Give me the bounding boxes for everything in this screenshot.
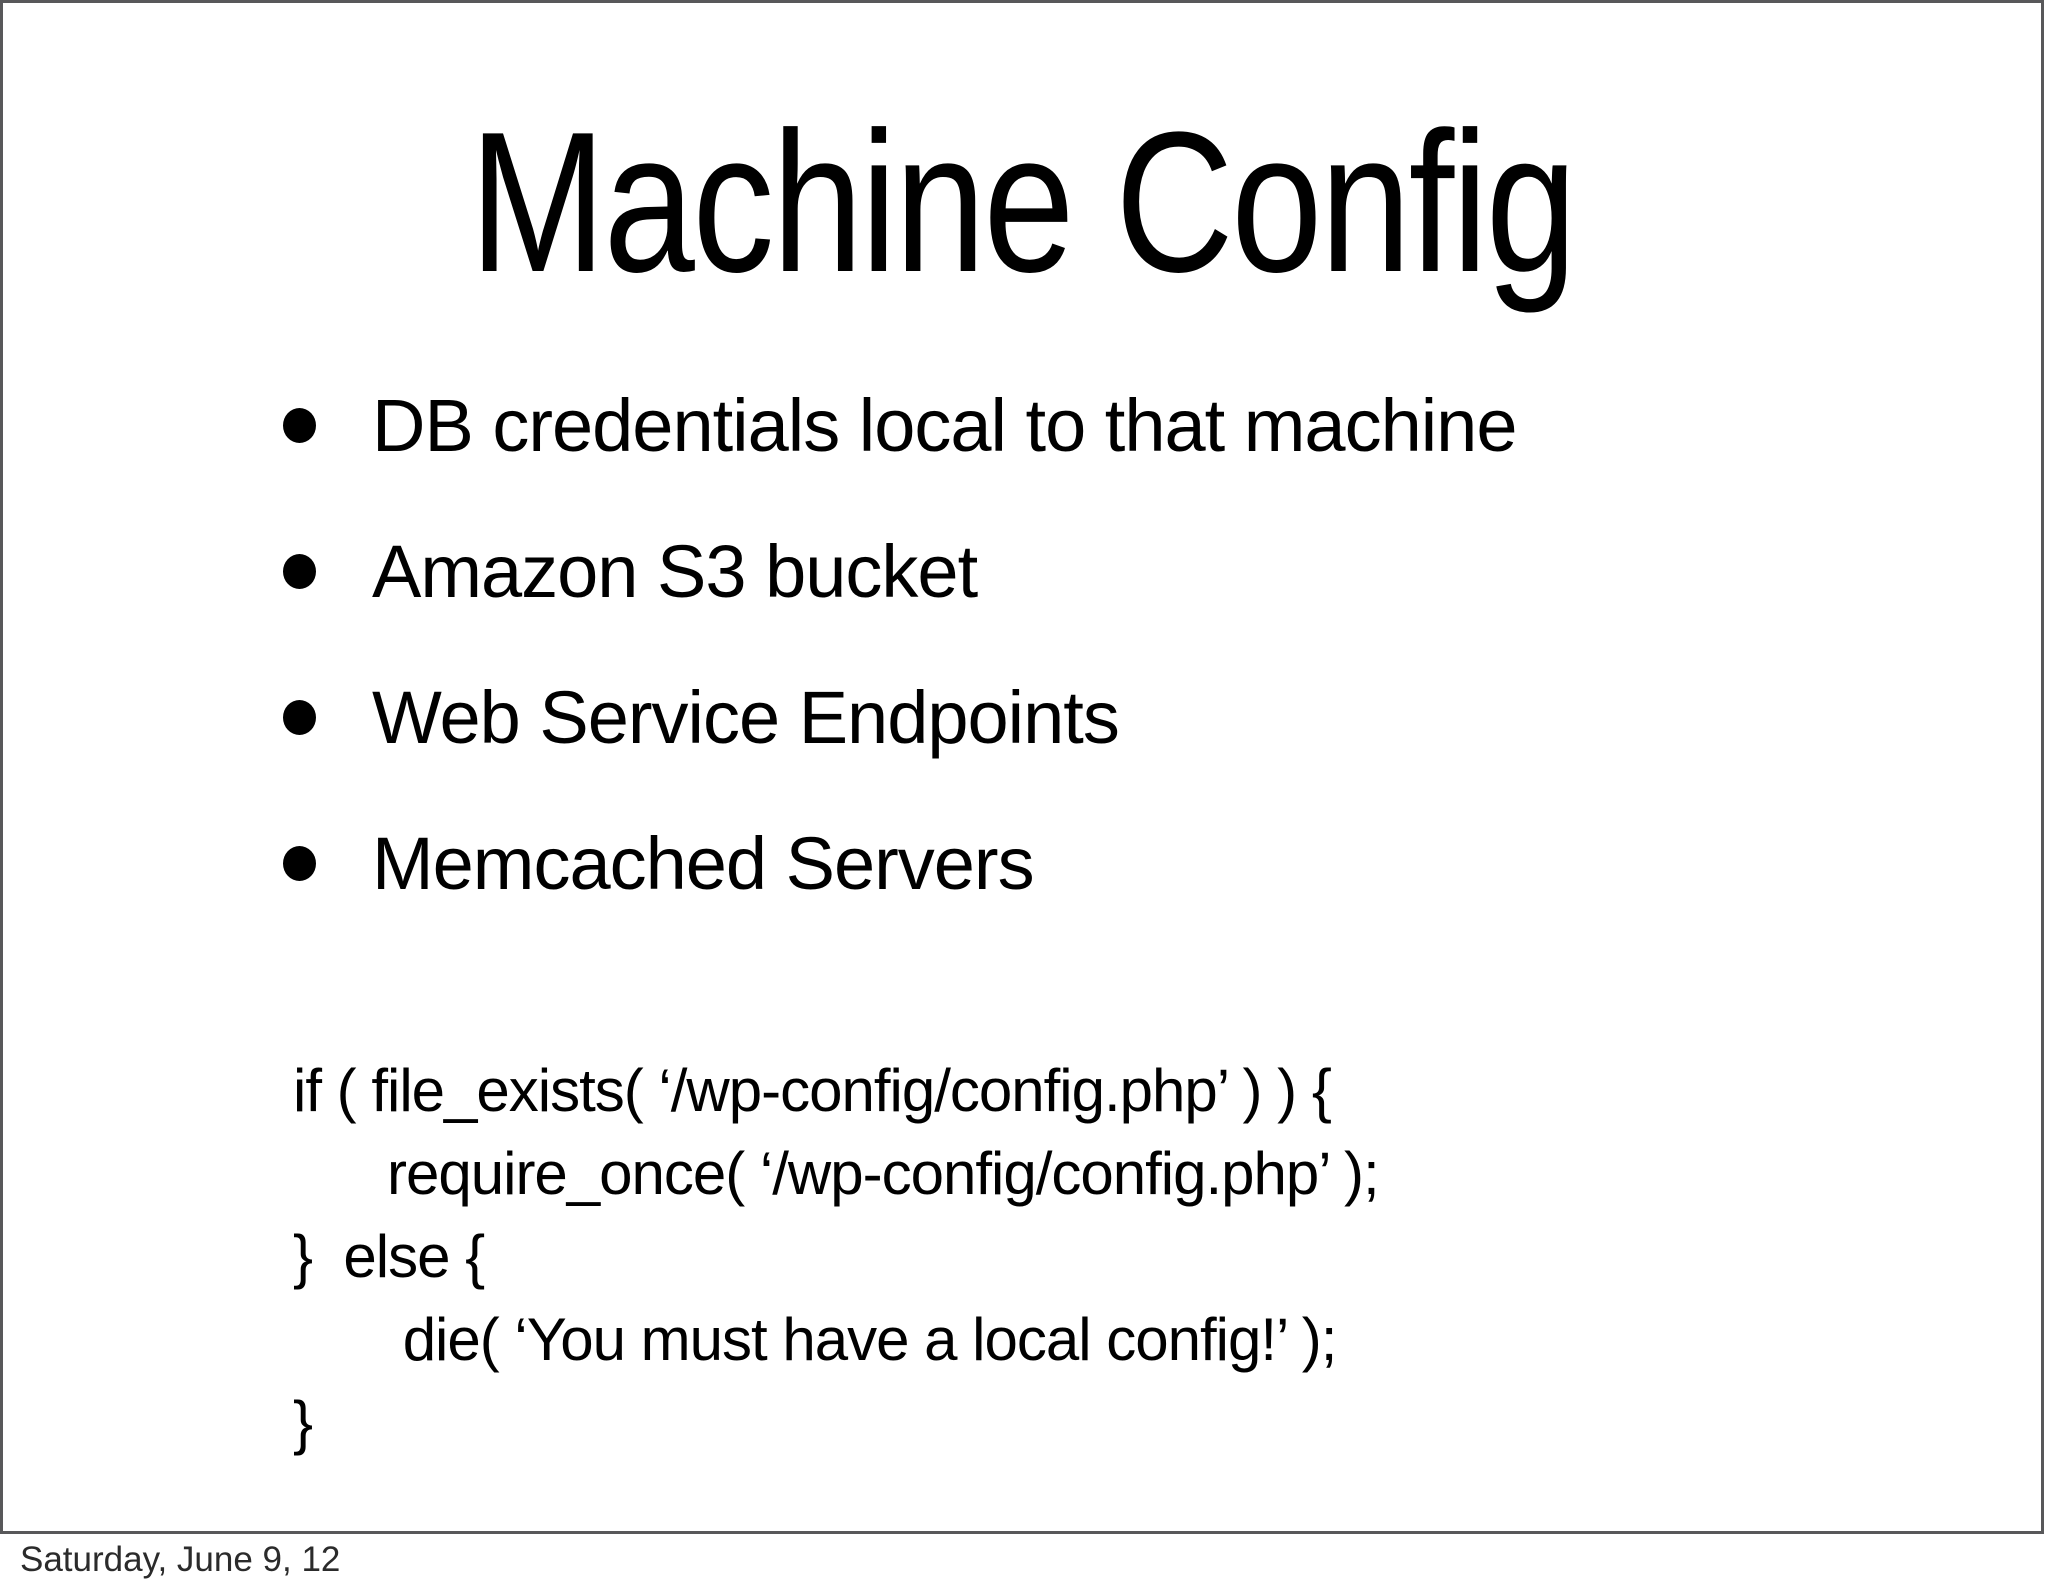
slide-title: Machine Config — [469, 91, 1577, 314]
slide-date-footer: Saturday, June 9, 12 — [20, 1540, 341, 1579]
code-line-closing-brace: } — [293, 1389, 313, 1456]
code-line-die: die( ‘You must have a local config!’ ); — [293, 1306, 1338, 1373]
bullet-dot-icon — [283, 699, 316, 735]
bullet-item-memcached-servers: Memcached Servers — [283, 822, 2041, 905]
code-line-else: } else { — [293, 1223, 485, 1290]
bullet-item-db-credentials: DB credentials local to that machine — [283, 384, 2041, 467]
bullet-text: Amazon S3 bucket — [372, 529, 978, 613]
bullet-dot-icon — [283, 845, 316, 881]
bullet-item-web-service-endpoints: Web Service Endpoints — [283, 676, 2041, 759]
bullet-text: Memcached Servers — [372, 821, 1035, 905]
bullet-text: DB credentials local to that machine — [372, 383, 1517, 467]
bullet-text: Web Service Endpoints — [372, 675, 1120, 759]
bullet-item-s3-bucket: Amazon S3 bucket — [283, 530, 2041, 613]
bullet-dot-icon — [283, 407, 316, 443]
code-line-if: if ( file_exists( ‘/wp-config/config.php… — [293, 1057, 1332, 1124]
bullet-list: DB credentials local to that machine Ama… — [283, 384, 2041, 905]
slide-canvas: Machine Config DB credentials local to t… — [0, 0, 2044, 1534]
bullet-dot-icon — [283, 553, 316, 589]
code-snippet: if ( file_exists( ‘/wp-config/config.php… — [293, 1049, 2041, 1464]
code-line-require-once: require_once( ‘/wp-config/config.php’ ); — [293, 1140, 1380, 1207]
